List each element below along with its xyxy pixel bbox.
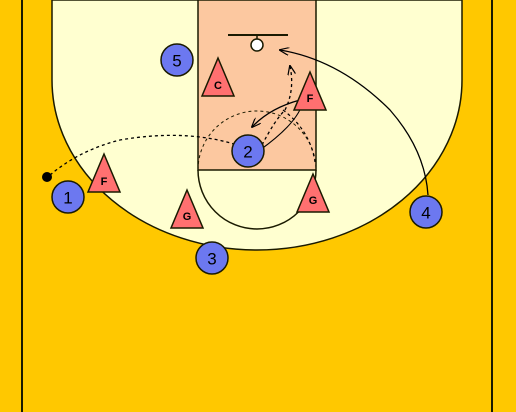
player-4[interactable]: 4: [409, 195, 443, 229]
defender-g-left[interactable]: G: [169, 188, 205, 229]
player-5[interactable]: 5: [160, 43, 194, 77]
rim: [250, 38, 264, 52]
player-4-label: 4: [421, 204, 430, 223]
defender-g-right-label: G: [309, 195, 318, 207]
player-3[interactable]: 3: [195, 241, 229, 275]
player-5-label: 5: [172, 52, 181, 71]
defender-f-high-label: F: [307, 93, 314, 105]
pass-1-to-2: [49, 134, 243, 176]
screen-arc: [252, 99, 301, 127]
ball-icon: [42, 172, 52, 182]
player-3-label: 3: [207, 250, 216, 269]
defender-c-label: C: [214, 80, 222, 92]
player-2[interactable]: 2: [231, 134, 265, 168]
dashed-arc-right: [282, 109, 316, 163]
defender-f-wing-label: F: [101, 176, 108, 188]
defender-g-right[interactable]: G: [295, 172, 331, 213]
defender-f-wing[interactable]: F: [86, 152, 122, 193]
player-2-label: 2: [243, 143, 252, 162]
cut-4-to-basket: [280, 50, 429, 196]
defender-g-left-label: G: [183, 211, 192, 223]
defender-f-high[interactable]: F: [292, 70, 328, 111]
player-1[interactable]: 1: [51, 180, 85, 214]
defender-c[interactable]: C: [200, 56, 236, 97]
player-1-label: 1: [63, 189, 72, 208]
pass-2-up: [261, 66, 292, 146]
